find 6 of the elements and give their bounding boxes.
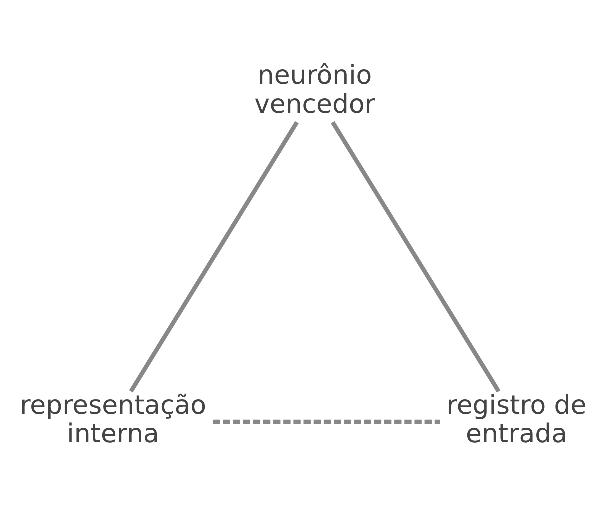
node-text: registro de entrada xyxy=(446,390,587,450)
connector xyxy=(331,121,501,393)
node-text: representação interna xyxy=(20,390,207,450)
node-text: neurônio vencedor xyxy=(254,60,376,120)
connector xyxy=(212,420,440,424)
connector xyxy=(129,121,299,393)
